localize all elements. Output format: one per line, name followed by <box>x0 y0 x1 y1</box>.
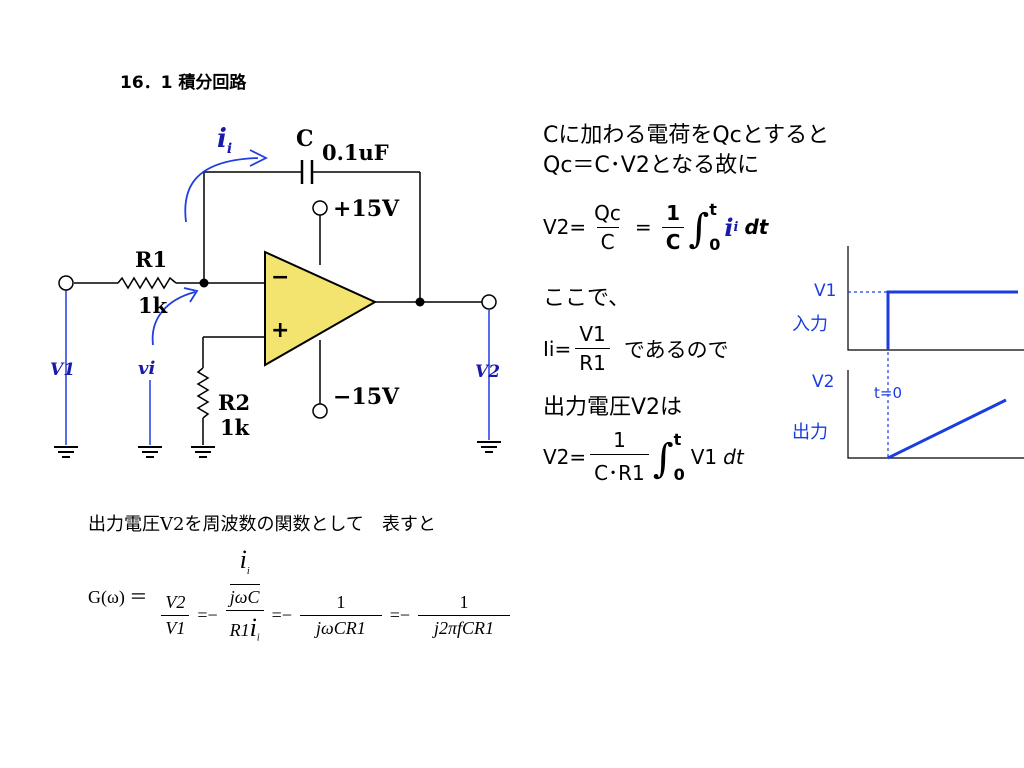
capacitor-value-label: 0.1uF <box>322 140 389 165</box>
waveform-v2-label: V2 <box>812 372 835 392</box>
waveform-plots <box>847 246 1024 460</box>
neg-supply-terminal <box>312 403 328 419</box>
integrator-circuit-diagram <box>54 149 501 458</box>
resistor-r2 <box>196 367 210 419</box>
page-title: 16．1 積分回路 <box>120 73 247 93</box>
pos-supply-terminal <box>312 200 328 216</box>
junction-output <box>415 297 425 307</box>
r2-value-label: 1k <box>220 415 250 440</box>
explain-line-1: Cに加わる電荷をQcとすると <box>543 123 830 148</box>
output-plot-axes <box>847 370 1024 459</box>
r1-name-label: R1 <box>135 247 168 272</box>
current-arrow <box>184 157 259 223</box>
waveform-output-label: 出力 <box>792 422 828 443</box>
opamp-triangle <box>264 250 378 367</box>
vi-arrow <box>151 291 196 346</box>
resistor-r1 <box>117 276 177 290</box>
input-plot-axes <box>847 246 1024 351</box>
opamp-plus-sign: + <box>271 318 290 343</box>
waveform-t0-label: t=0 <box>874 384 902 402</box>
waveform-v1-label: V1 <box>814 281 837 301</box>
current-label: ii <box>217 124 233 158</box>
neg-supply-label: −15V <box>333 384 400 410</box>
output-ramp-waveform <box>887 398 1007 460</box>
waveform-input-label: 入力 <box>792 314 828 335</box>
input-step-waveform <box>886 290 1018 350</box>
input-terminal <box>58 275 74 291</box>
output-terminal <box>481 294 497 310</box>
r2-name-label: R2 <box>218 390 251 415</box>
v2-output-label: V2 <box>475 362 501 382</box>
pos-supply-label: +15V <box>333 196 400 222</box>
explain-koko: ここで、 <box>543 286 631 311</box>
explain-output-voltage: 出力電圧V2は <box>543 395 683 420</box>
vi-label: vi <box>138 358 156 379</box>
capacitor-name-label: C <box>296 126 314 152</box>
v1-input-label: V1 <box>50 360 76 380</box>
opamp-minus-sign: − <box>271 265 290 290</box>
r1-value-label: 1k <box>138 293 168 318</box>
explain-line-2: Qc＝C･V2となる故に <box>543 153 760 178</box>
transfer-caption: 出力電圧V2を周波数の関数として 表すと <box>88 514 436 535</box>
junction-inverting <box>199 278 209 288</box>
